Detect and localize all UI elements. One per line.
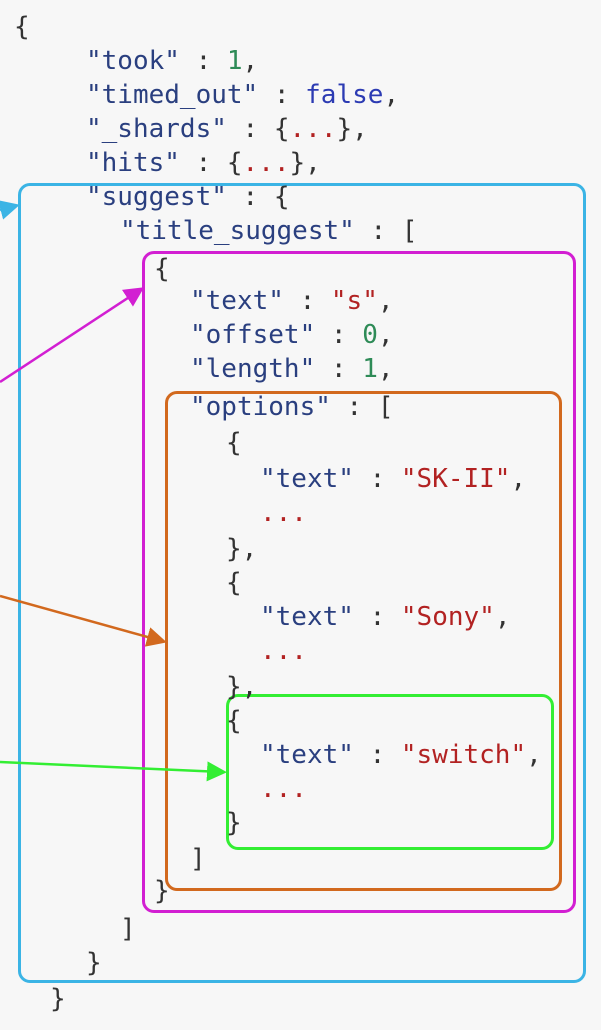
options-line: "options" : [ [190, 392, 394, 422]
option2-text-line: "text" : "Sony", [260, 602, 511, 632]
options-close-bracket: ] [190, 844, 206, 874]
options-arrow [0, 594, 167, 647]
suggest-close-brace: } [86, 948, 102, 978]
hits-line: "hits" : {...}, [86, 148, 321, 178]
title-suggest-line: "title_suggest" : [ [120, 216, 418, 246]
option1-open: { [226, 428, 242, 458]
entry-open-brace: { [154, 254, 170, 284]
offset-line: "offset" : 0, [190, 320, 394, 350]
suggestion-entry-box [142, 251, 576, 913]
option3-open: { [226, 706, 242, 736]
option1-ellipsis: ... [260, 498, 307, 528]
took-line: "took" : 1, [86, 46, 259, 76]
length-line: "length" : 1, [190, 354, 394, 384]
option1-close: }, [226, 534, 258, 564]
option2-open: { [226, 568, 242, 598]
option3-close: } [226, 808, 242, 838]
text-line: "text" : "s", [190, 286, 394, 316]
suggest-arrow [0, 200, 20, 220]
option1-text-line: "text" : "SK-II", [260, 464, 527, 494]
switch-option-box [226, 694, 554, 850]
suggest-box [18, 183, 586, 983]
shards-line: "_shards" : {...}, [86, 114, 368, 144]
root-open-brace: { [14, 12, 30, 42]
switch-arrow [0, 760, 227, 782]
suggest-line: "suggest" : { [86, 182, 290, 212]
option3-ellipsis: ... [260, 774, 307, 804]
timed-out-line: "timed_out" : false, [86, 80, 400, 110]
root-close-brace: } [50, 984, 66, 1014]
option3-text-line: "text" : "switch", [260, 740, 542, 770]
entry-close-brace: } [154, 876, 170, 906]
option2-close: }, [226, 672, 258, 702]
option2-ellipsis: ... [260, 636, 307, 666]
entry-arrow [0, 287, 145, 384]
title-suggest-close-bracket: ] [120, 914, 136, 944]
